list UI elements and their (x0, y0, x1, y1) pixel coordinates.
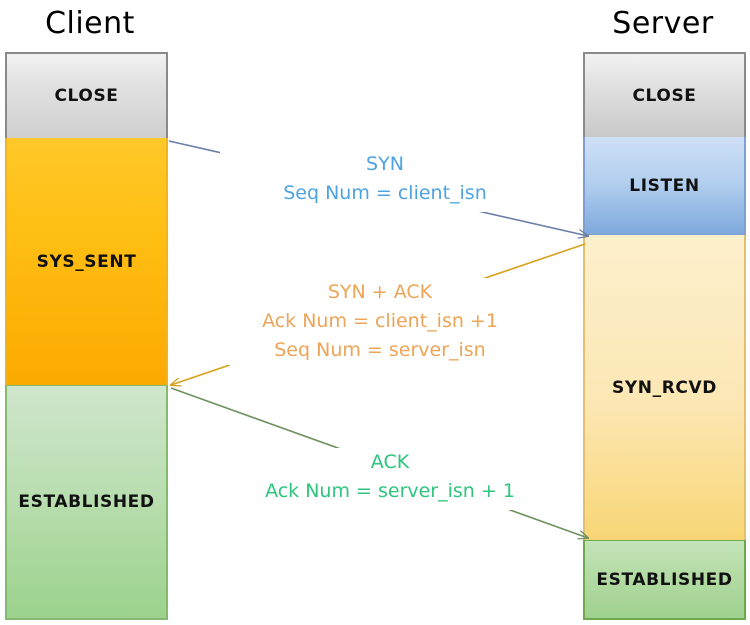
server-state-close-label: CLOSE (632, 85, 697, 106)
message-syn-ack-line2: Ack Num = client_isn +1 (262, 310, 498, 332)
server-state-established-label: ESTABLISHED (596, 569, 733, 590)
client-state-sys-sent-label: SYS_SENT (36, 252, 137, 272)
server-column-title: Server (612, 6, 714, 41)
message-syn-ack-line3: Seq Num = server_isn (274, 339, 486, 361)
server-state-close: CLOSE (583, 52, 746, 138)
client-state-established: ESTABLISHED (5, 385, 168, 620)
server-state-listen-label: LISTEN (629, 175, 700, 196)
client-state-close: CLOSE (5, 52, 168, 139)
message-syn-line1: SYN (366, 153, 404, 175)
message-ack-line2: Ack Num = server_isn + 1 (265, 480, 515, 502)
client-state-sys-sent: SYS_SENT (5, 138, 168, 386)
server-state-syn-rcvd: SYN_RCVD (583, 235, 746, 540)
server-state-listen: LISTEN (583, 137, 746, 235)
client-state-established-label: ESTABLISHED (18, 492, 155, 512)
message-label-ack: ACK Ack Num = server_isn + 1 (225, 448, 555, 506)
message-syn-line2: Seq Num = client_isn (283, 182, 487, 204)
message-ack-line1: ACK (370, 451, 410, 473)
message-syn-ack-line1: SYN + ACK (327, 281, 433, 303)
server-state-established: ESTABLISHED (583, 540, 746, 620)
client-state-close-label: CLOSE (54, 86, 119, 106)
client-column-title: Client (45, 6, 135, 41)
server-state-syn-rcvd-label: SYN_RCVD (612, 377, 717, 398)
message-label-syn: SYN Seq Num = client_isn (220, 150, 550, 208)
message-label-syn-ack: SYN + ACK Ack Num = client_isn +1 Seq Nu… (215, 278, 545, 365)
